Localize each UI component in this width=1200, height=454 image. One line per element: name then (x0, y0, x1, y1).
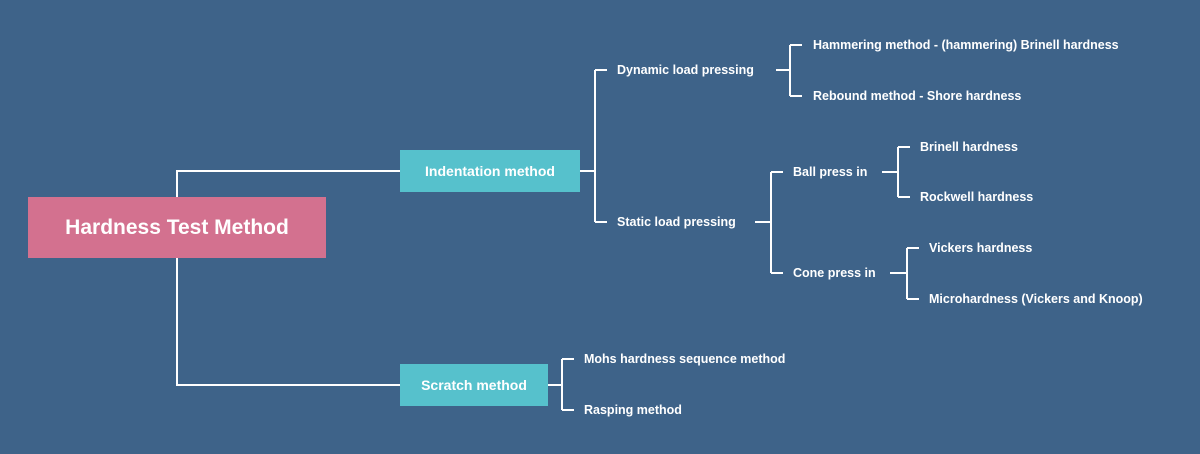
connector-indentation-children (580, 69, 607, 223)
node-mohs-hardness-sequence: Mohs hardness sequence method (584, 352, 786, 366)
root-node-hardness-test-method: Hardness Test Method (28, 197, 326, 258)
node-hammering-method: Hammering method - (hammering) Brinell h… (813, 38, 1119, 52)
node-rockwell-hardness: Rockwell hardness (920, 190, 1034, 204)
node-vickers-hardness: Vickers hardness (929, 241, 1033, 255)
connector-root-indentation (176, 170, 400, 197)
node-rebound-method: Rebound method - Shore hardness (813, 89, 1022, 103)
connector-ball-children (882, 146, 910, 198)
connector-static-children (755, 171, 783, 274)
connector-cone-children (890, 247, 919, 300)
node-microhardness: Microhardness (Vickers and Knoop) (929, 292, 1143, 306)
node-scratch-method: Scratch method (400, 364, 548, 406)
node-static-load-pressing: Static load pressing (617, 215, 736, 229)
node-cone-press-in: Cone press in (793, 266, 876, 280)
node-dynamic-load-pressing: Dynamic load pressing (617, 63, 754, 77)
connector-scratch-children (548, 358, 574, 411)
node-brinell-hardness: Brinell hardness (920, 140, 1018, 154)
node-indentation-method: Indentation method (400, 150, 580, 192)
connector-root-scratch (176, 258, 400, 386)
connector-dynamic-children (776, 44, 802, 97)
node-rasping-method: Rasping method (584, 403, 682, 417)
node-ball-press-in: Ball press in (793, 165, 868, 179)
